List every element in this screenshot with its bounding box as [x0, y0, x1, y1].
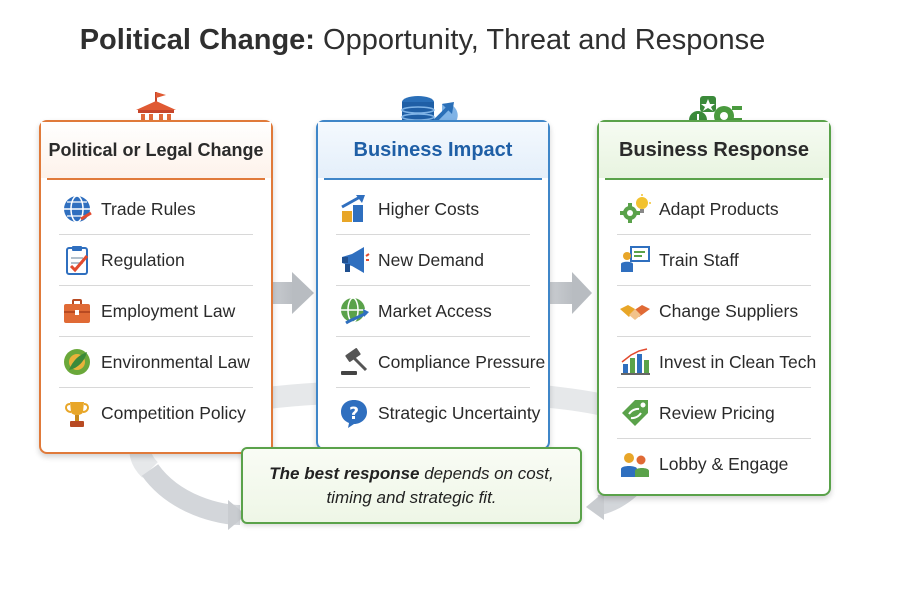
- column-heading: Business Impact: [318, 122, 548, 178]
- list-item: New Demand: [336, 235, 530, 286]
- handshake-icon: [617, 293, 653, 329]
- list-item: Invest in Clean Tech: [617, 337, 816, 388]
- list-item: Employment Law: [59, 286, 253, 337]
- item-label: Trade Rules: [101, 198, 196, 219]
- heading-divider: [47, 178, 265, 180]
- trophy-icon: [59, 396, 95, 432]
- list-item: Train Staff: [617, 235, 811, 286]
- item-label: Review Pricing: [659, 402, 775, 423]
- list-item: Environmental Law: [59, 337, 253, 388]
- conclusion-callout: The best response depends on cost, timin…: [241, 447, 582, 524]
- item-label: Adapt Products: [659, 198, 779, 219]
- clipboard-check-icon: [59, 242, 95, 278]
- column-political-legal-change: Political or Legal Change Trade Rules Re…: [39, 120, 273, 454]
- cycle-arrowhead-right: [586, 492, 604, 520]
- item-label: Market Access: [378, 300, 492, 321]
- list-item: Adapt Products: [617, 184, 811, 235]
- column-heading: Business Response: [599, 122, 829, 178]
- item-label: Competition Policy: [101, 403, 246, 423]
- cycle-arrowhead-left: [228, 500, 246, 530]
- coins-arrow-icon: [336, 191, 372, 227]
- arrow-impact-to-response: [542, 272, 592, 314]
- list-item: Regulation: [59, 235, 253, 286]
- leaf-globe-icon: [59, 344, 95, 380]
- callout-line-2: timing and strategic fit.: [326, 487, 497, 507]
- megaphone-icon: [336, 242, 372, 278]
- gear-bulb-icon: [617, 191, 653, 227]
- globe-icon: [59, 191, 95, 227]
- list-item: Market Access: [336, 286, 530, 337]
- briefcase-icon: [59, 293, 95, 329]
- people-icon: [617, 447, 653, 483]
- item-label: Employment Law: [101, 300, 236, 321]
- list-item: Change Suppliers: [617, 286, 811, 337]
- question-icon: ?: [336, 396, 372, 432]
- list-item: Review Pricing: [617, 388, 811, 439]
- gavel-icon: [336, 344, 372, 380]
- item-label: Lobby & Engage: [659, 454, 789, 474]
- item-label: Train Staff: [659, 249, 739, 270]
- list-item: Higher Costs: [336, 184, 530, 235]
- item-label: Invest in Clean Tech: [659, 351, 817, 372]
- list-item: Lobby & Engage: [617, 439, 811, 490]
- trainer-icon: [617, 242, 653, 278]
- item-label: Regulation: [101, 249, 185, 270]
- item-label: Strategic Uncertainty: [378, 403, 541, 423]
- column-business-response: Business Response Adapt Products Train S…: [597, 120, 831, 496]
- price-tag-icon: [617, 395, 653, 431]
- svg-text:?: ?: [349, 404, 359, 424]
- column-business-impact: Business Impact Higher Costs New Demand …: [316, 120, 550, 450]
- item-label: Higher Costs: [378, 198, 480, 219]
- item-label: Environmental Law: [101, 351, 250, 372]
- callout-line-1: The best response depends on cost,: [269, 463, 554, 483]
- list-item: Trade Rules: [59, 184, 253, 235]
- list-item: ? Strategic Uncertainty: [336, 388, 540, 439]
- page-title: Political Change: Opportunity, Threat an…: [79, 24, 766, 56]
- item-label: Change Suppliers: [659, 300, 799, 321]
- column-heading: Political or Legal Change: [41, 122, 271, 178]
- item-label: Compliance Pressure: [378, 351, 546, 372]
- cycle-ring-left: [141, 463, 241, 525]
- globe-arrow-icon: [336, 293, 372, 329]
- heading-divider: [324, 178, 542, 180]
- item-label: New Demand: [378, 249, 485, 270]
- list-item: Compliance Pressure: [336, 337, 545, 388]
- heading-divider: [605, 178, 823, 180]
- list-item: Competition Policy: [59, 388, 253, 439]
- growth-chart-icon: [617, 344, 653, 380]
